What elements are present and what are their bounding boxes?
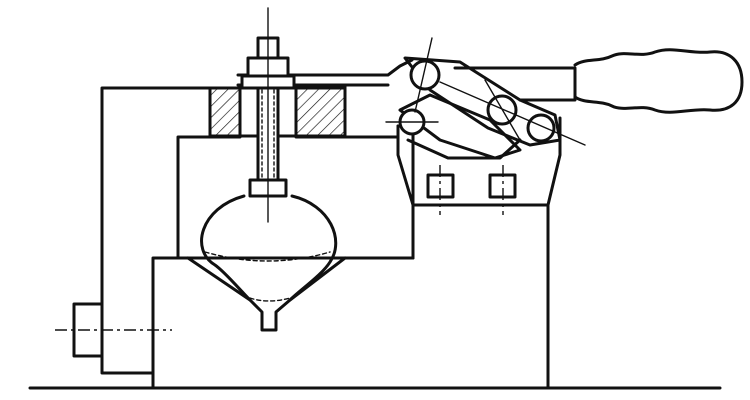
funnel-workpiece: [200, 194, 252, 302]
l-bracket: [100, 86, 212, 375]
workpiece-support: [176, 135, 242, 260]
pivot-centerline-link: [439, 81, 586, 146]
pivot-centerline-top: [414, 37, 433, 113]
pivot-centerline-mid: [484, 79, 521, 141]
handle-grip: [573, 48, 744, 114]
clamp-base: [396, 116, 562, 207]
workpiece-support-right: [294, 124, 415, 260]
toggle-link-lower: [398, 93, 522, 160]
clamp-base-inner: [406, 138, 522, 160]
fixture-riser: [151, 203, 550, 390]
pivot-pin-top: [409, 59, 441, 91]
funnel-neck: [249, 297, 291, 302]
v-cradle: [186, 256, 347, 332]
handle-shaft: [453, 66, 577, 102]
funnel-workpiece-right: [288, 194, 338, 302]
funnel-inner-edge: [204, 251, 331, 262]
pivot-pin-right: [526, 113, 556, 143]
clamp-arm: [236, 58, 414, 77]
